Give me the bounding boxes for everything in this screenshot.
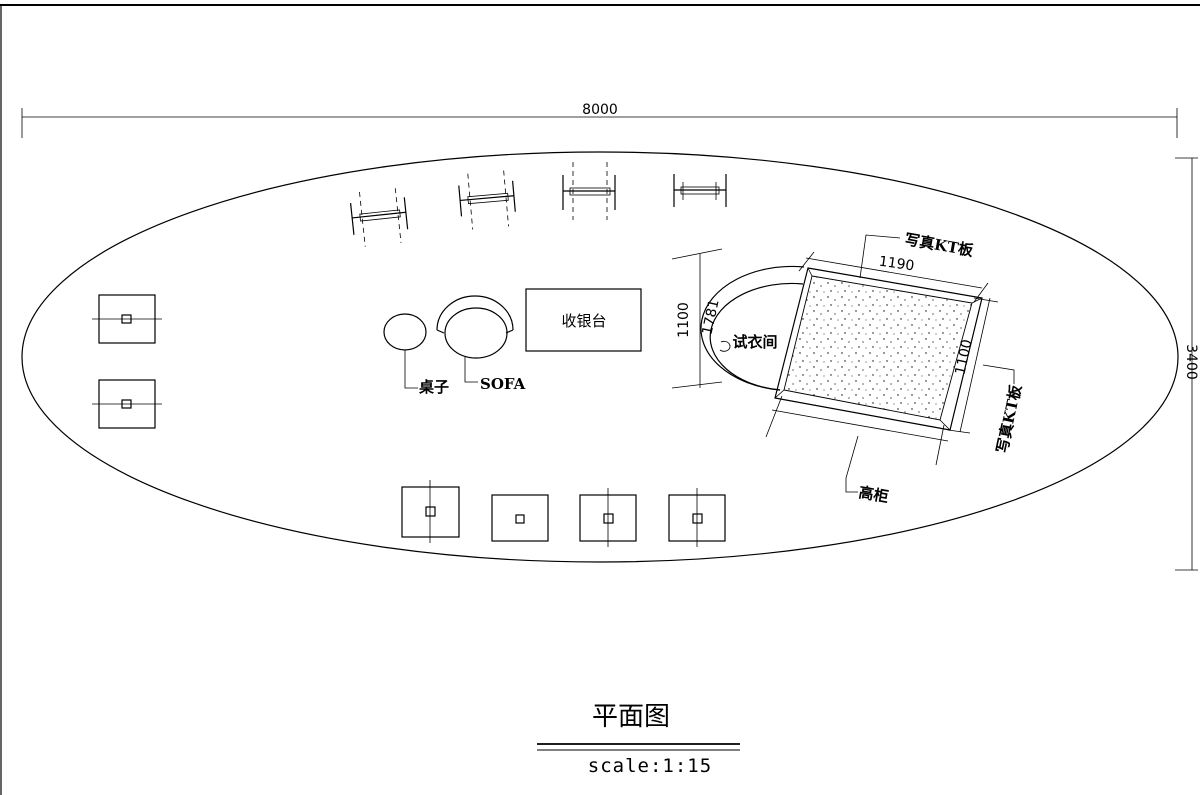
sofa: SOFA — [436, 295, 526, 393]
table-label: 桌子 — [418, 378, 449, 396]
display-stand — [668, 488, 726, 547]
photo-kt-board-area — [774, 267, 983, 431]
fitting-side-label: 1100 — [953, 338, 976, 376]
fitting-room-label: 试衣间 — [732, 333, 777, 351]
cashier-label: 收银台 — [561, 312, 606, 330]
display-stand — [92, 379, 162, 429]
overall-height-dimension: 3400 — [1175, 157, 1199, 571]
table: 桌子 — [383, 313, 449, 396]
fitting-arc-dimension: 1781 — [700, 298, 723, 336]
clothes-rack — [349, 188, 409, 247]
display-stand — [579, 488, 637, 547]
display-stand — [92, 294, 162, 344]
clothes-rack — [673, 174, 727, 207]
drawing-title: 平面图 — [592, 702, 670, 732]
fitting-height-dimension: 1100 — [671, 248, 723, 389]
sofa-label: SOFA — [480, 375, 526, 393]
clothes-rack — [458, 170, 516, 230]
overall-width-label: 8000 — [582, 102, 618, 118]
drawing-scale: scale:1:15 — [588, 755, 712, 777]
fitting-width-label: 1190 — [878, 254, 916, 275]
fitting-room: 试衣间 1781 — [700, 265, 805, 391]
title-block: 平面图 scale:1:15 — [537, 702, 740, 777]
clothes-rack — [562, 162, 616, 220]
shop-floor-outline — [21, 151, 1179, 563]
fitting-height-label: 1100 — [676, 302, 692, 338]
overall-width-dimension: 8000 — [21, 102, 1178, 138]
display-stand — [491, 494, 549, 542]
kt-board-top-label: 写真KT板 — [903, 230, 975, 260]
cashier-desk: 收银台 — [525, 288, 642, 352]
tall-cabinet-label: 高柜 — [857, 483, 890, 506]
kt-board-right-label: 写真KT板 — [993, 382, 1025, 454]
overall-height-label: 3400 — [1183, 344, 1199, 380]
display-stand — [401, 480, 460, 543]
tall-cabinet: 高柜 — [765, 395, 949, 506]
